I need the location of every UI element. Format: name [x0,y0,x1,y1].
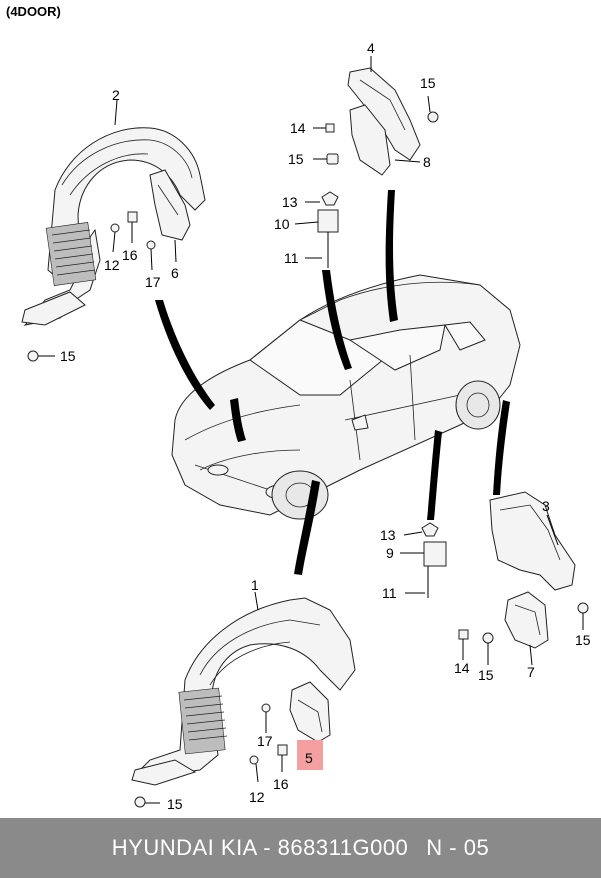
callout-16-bottom: 16 [273,776,289,792]
callout-17-bottom: 17 [257,733,273,749]
fastener-15-right [577,602,589,630]
footer-bar: HYUNDAI KIA - 868311G000 N - 05 [0,818,601,878]
body-style-label: (4DOOR) [6,4,61,19]
callout-17-top: 17 [145,274,161,290]
fastener-12-bottom [249,755,259,783]
diagram-canvas: 2 12 16 17 6 15 4 15 14 15 8 13 10 11 3 … [21,40,591,812]
callout-14-top: 14 [290,120,306,136]
fastener-12-top [110,223,120,253]
callout-15-bottom-right: 15 [478,667,494,683]
callout-12-top: 12 [104,257,120,273]
fastener-15-bottom [134,796,160,808]
callout-15-top-right: 15 [420,75,436,91]
highlight-part-5 [297,740,323,770]
fastener-17-bottom [261,703,271,733]
front-liner-part-2 [21,99,206,326]
mud-flap-part-8 [349,104,421,176]
fastener-15-top-mid [313,153,339,165]
callout-11-bottom: 11 [382,585,397,601]
rear-liner-part-3 [489,491,576,591]
callout-7: 7 [527,664,535,680]
callout-12-bottom: 12 [249,789,265,805]
callout-15-bottom: 15 [167,796,183,812]
fastener-14-bottom [458,629,469,660]
fastener-16-bottom [277,744,288,772]
callout-14-bottom: 14 [454,660,470,676]
callout-4: 4 [367,40,375,56]
callout-15-top-left: 15 [60,348,76,364]
pointer-arrows [155,190,510,575]
clip-group-bottom [400,522,447,598]
fastener-14-top [313,123,335,133]
callout-3: 3 [542,498,550,514]
callout-5: 5 [305,750,313,766]
front-liner-part-1 [131,591,356,786]
fastener-15-bottom-right [482,632,494,665]
callout-9: 9 [386,545,394,561]
callout-1: 1 [251,577,259,593]
callout-13-top: 13 [282,194,298,210]
fastener-15-top-left [27,350,55,362]
callout-6: 6 [171,265,179,281]
callout-15-right: 15 [575,632,591,648]
callout-10: 10 [274,216,290,232]
mud-flap-part-7 [504,591,549,666]
fastener-16-top [127,211,138,243]
callout-11-top: 11 [284,250,299,266]
callout-13-bottom: 13 [380,527,396,543]
rear-guard-part-4 [347,56,421,161]
parts-diagram: (4DOOR) [6,4,591,812]
clip-group-top [294,191,339,268]
fastener-15-top-right [427,95,439,123]
fastener-17-top [146,240,156,271]
car-illustration [171,274,521,520]
callout-15-top-mid: 15 [288,151,304,167]
callout-8: 8 [423,154,431,170]
part-number-text: HYUNDAI KIA - 868311G000 [111,835,409,860]
callout-2-top-left-liner: 2 [112,87,120,103]
mud-flap-part-6 [149,169,191,263]
page-reference: N - 05 [426,835,490,860]
callout-16-top: 16 [122,247,138,263]
